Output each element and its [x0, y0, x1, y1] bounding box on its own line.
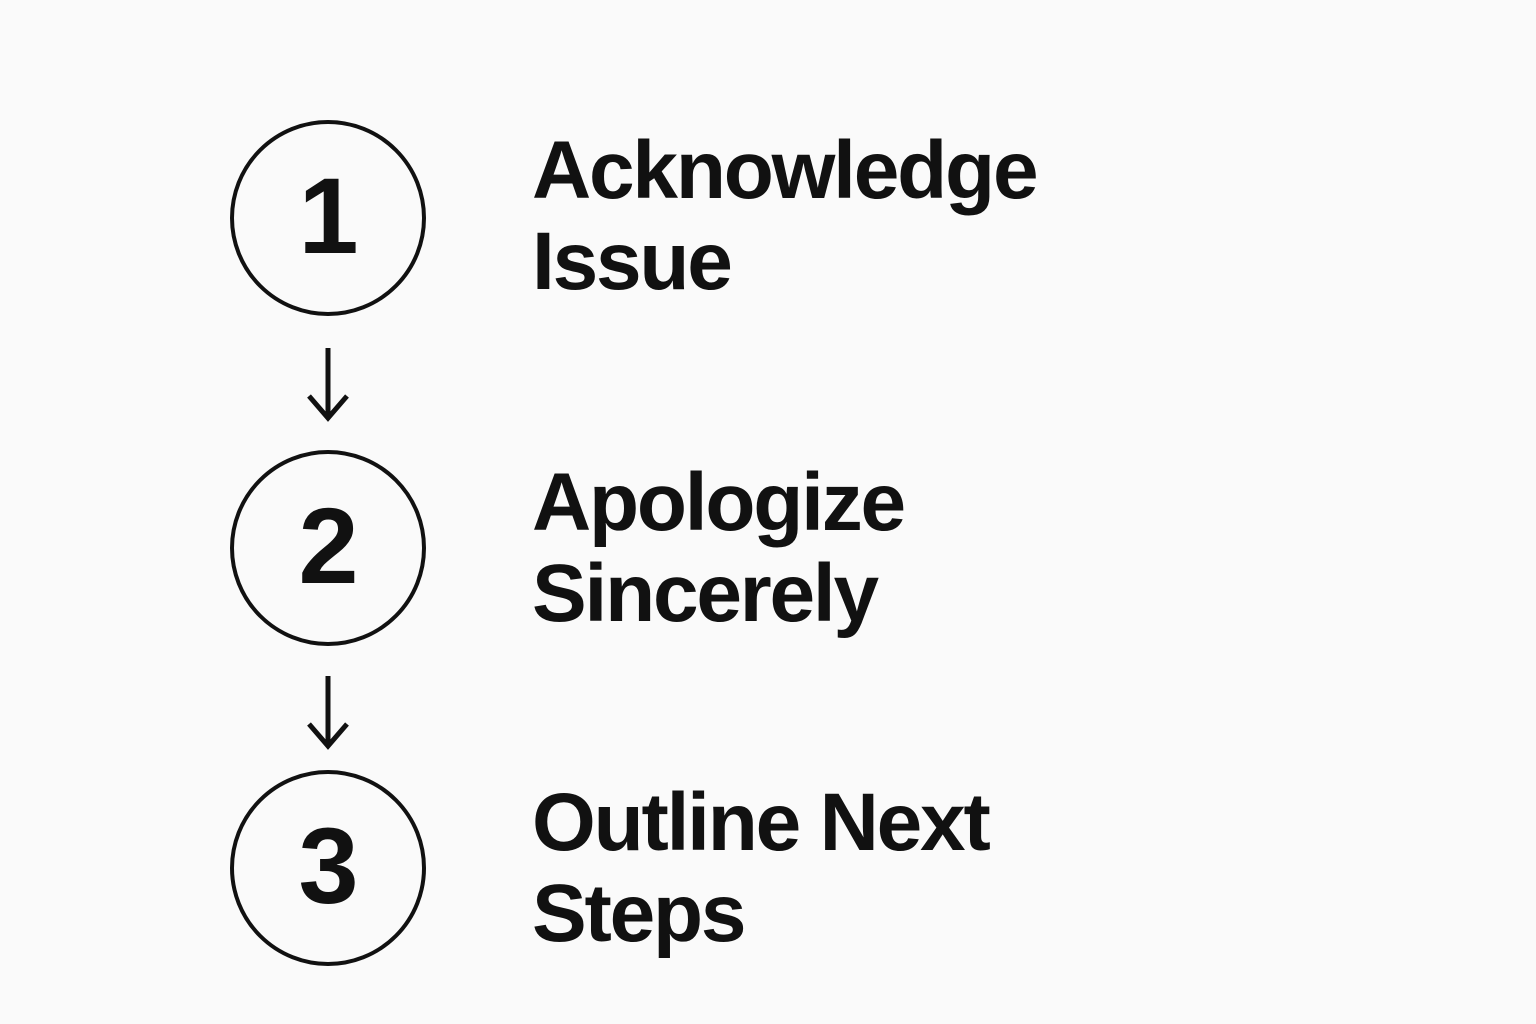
step-number-3: 3 [298, 805, 358, 926]
connector-step-1-to-2 [292, 330, 364, 426]
step-node-1[interactable]: 1 [230, 120, 426, 316]
step-number-2: 2 [298, 485, 358, 606]
connector-step-2-to-3 [292, 658, 364, 754]
step-number-1: 1 [298, 155, 358, 276]
step-circle-1 [230, 120, 426, 316]
arrow-down-icon [307, 348, 349, 422]
flow-step-1: 1 Acknowledge Issue [0, 120, 1536, 316]
step-label-1: Acknowledge Issue [532, 125, 1039, 307]
step-circle-2 [230, 450, 426, 646]
step-label-2: Apologize Sincerely [532, 457, 906, 639]
flow-step-2: 2 Apologize Sincerely [0, 450, 1536, 646]
step-label-3: Outline Next Steps [532, 777, 991, 959]
step-node-2[interactable]: 2 [230, 450, 426, 646]
arrow-down-icon [307, 676, 349, 750]
step-circle-3 [230, 770, 426, 966]
flow-step-3: 3 Outline Next Steps [0, 770, 1536, 966]
step-node-3[interactable]: 3 [230, 770, 426, 966]
